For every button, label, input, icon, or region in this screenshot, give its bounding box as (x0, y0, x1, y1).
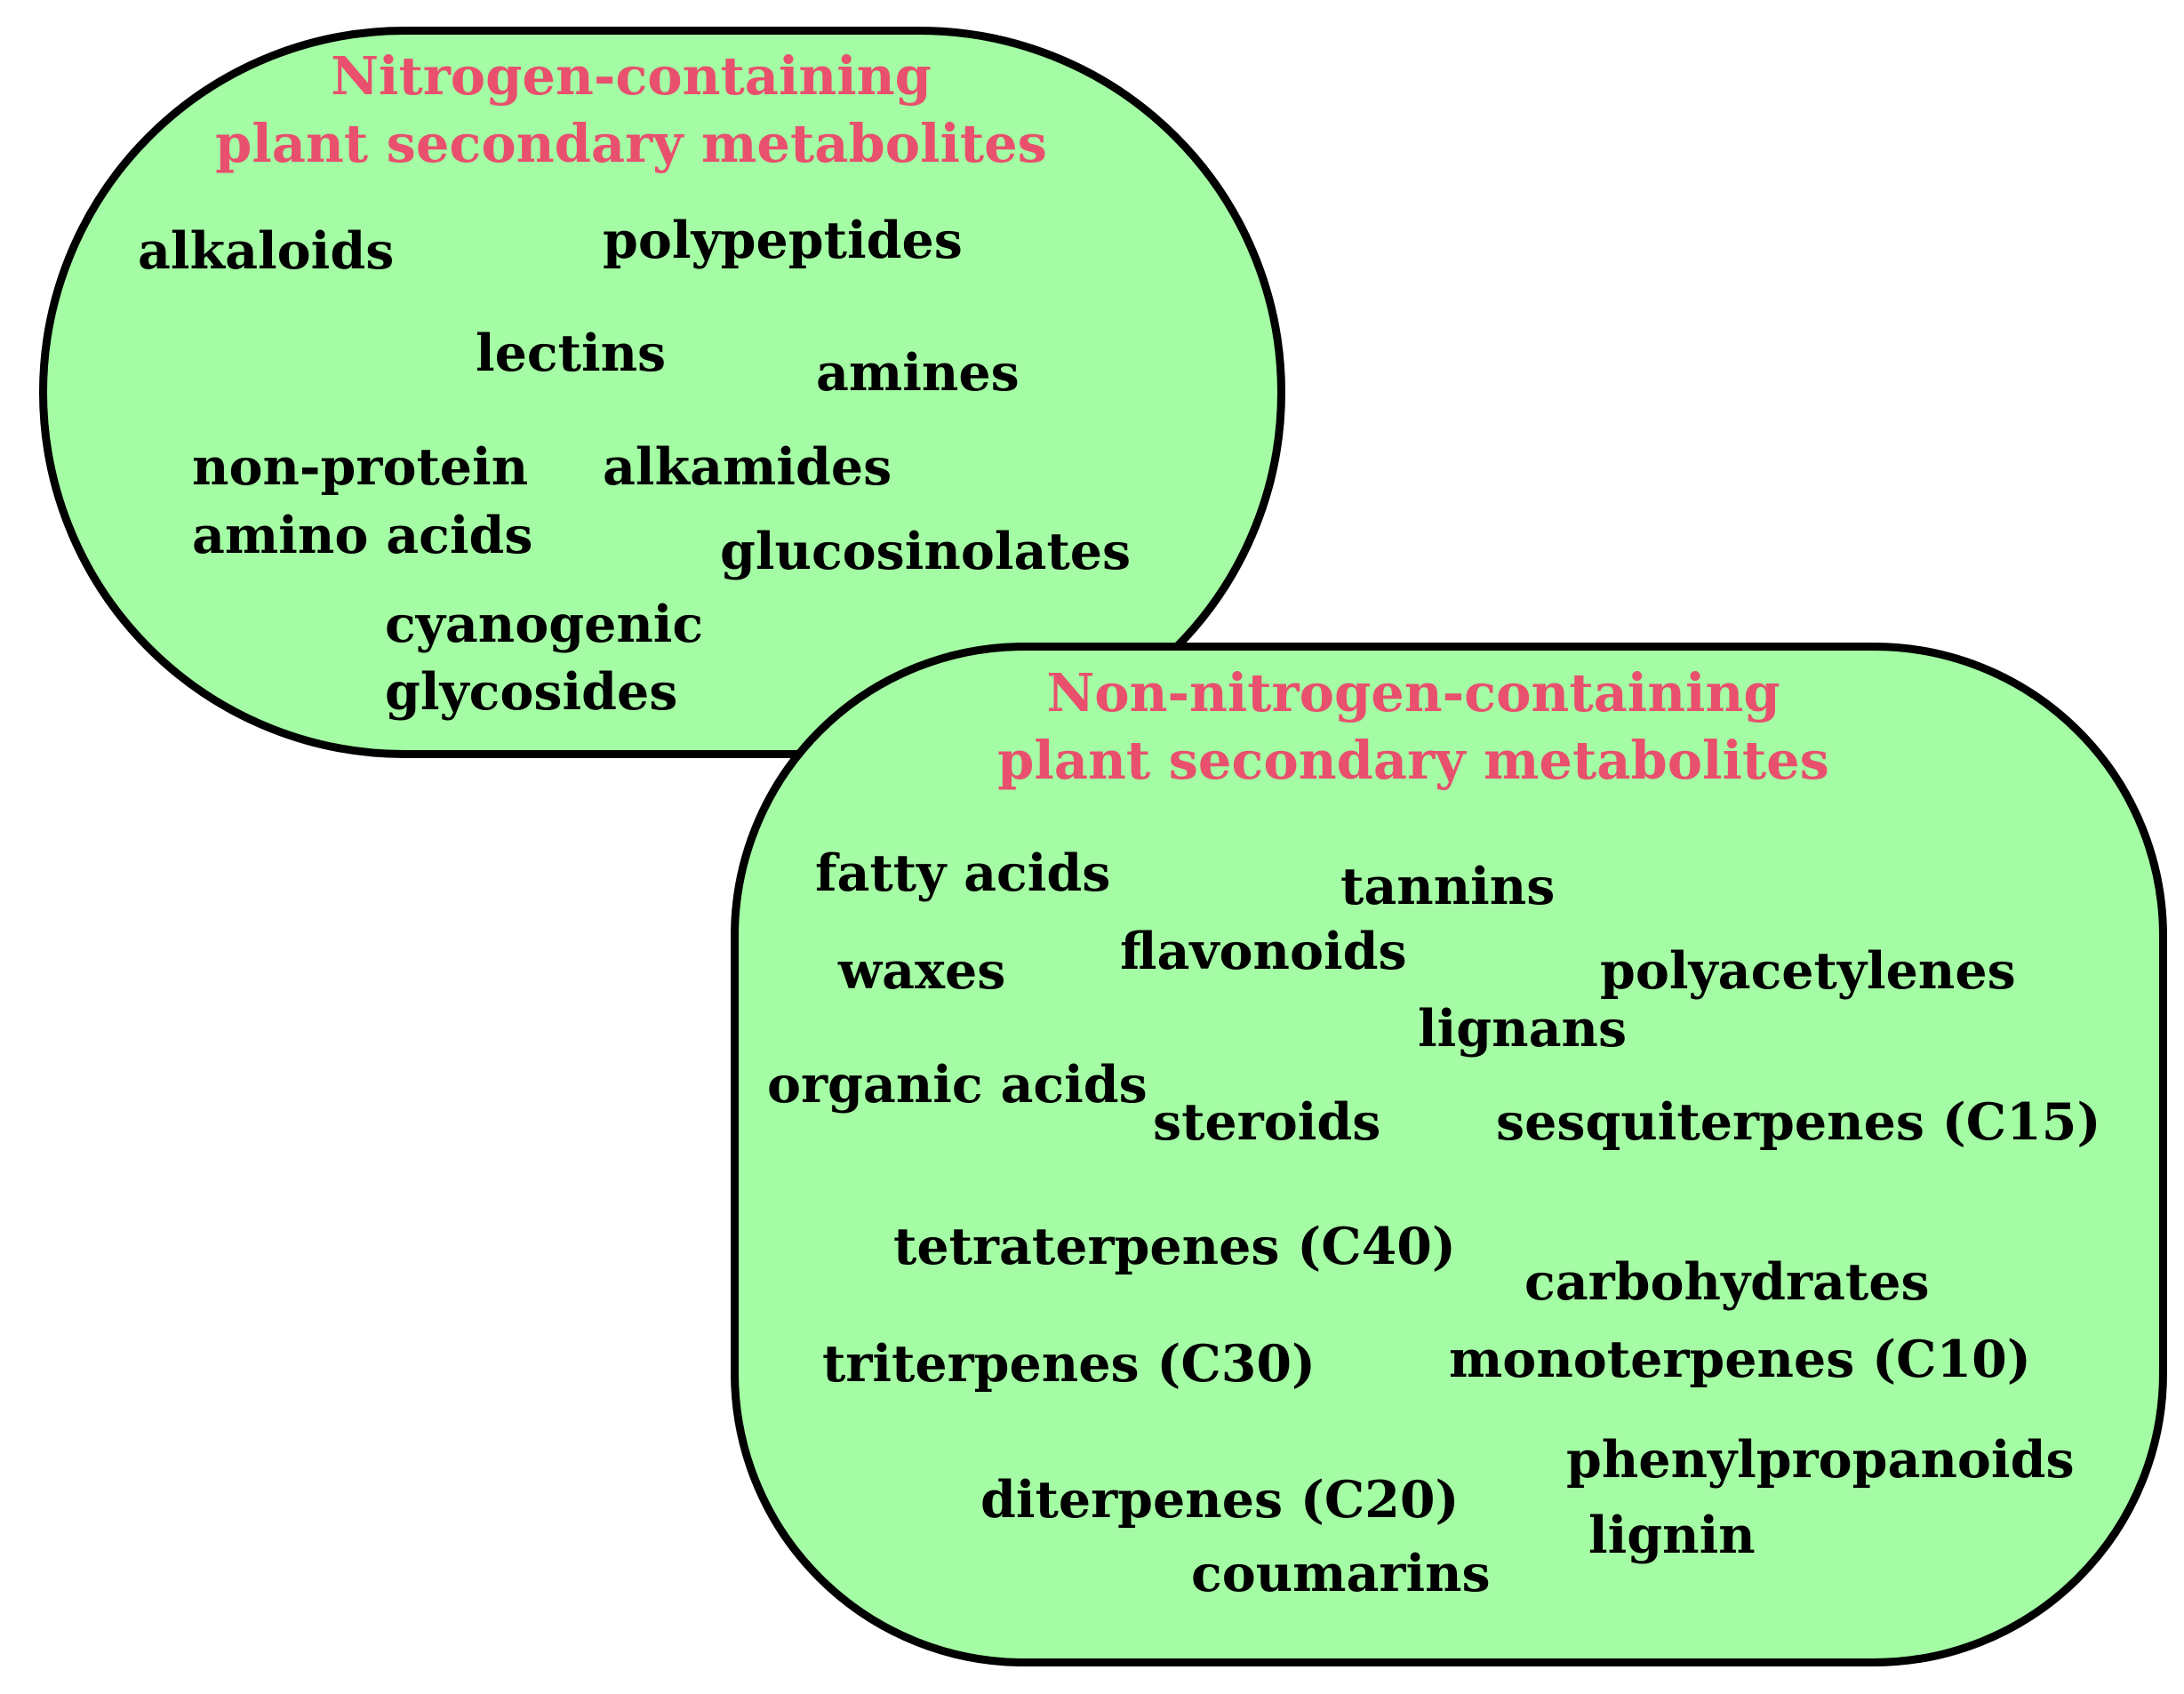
term-waxes: waxes (838, 941, 1006, 1001)
term-coumarins: coumarins (1191, 1544, 1491, 1603)
term-tannins: tannins (1340, 857, 1556, 916)
term-non-protein: non-protein (192, 437, 529, 497)
term-diterpenes: diterpenes (C20) (980, 1470, 1460, 1530)
term-polyacetylenes: polyacetylenes (1600, 941, 2016, 1001)
non-nitrogen-title-line2: plant secondary metabolites (997, 730, 1829, 791)
term-flavonoids: flavonoids (1120, 922, 1407, 981)
term-lectins: lectins (476, 324, 667, 383)
nitrogen-title-line2: plant secondary metabolites (215, 113, 1047, 174)
term-organic-acids: organic acids (767, 1055, 1148, 1115)
term-lignin: lignin (1588, 1506, 1756, 1565)
term-alkaloids: alkaloids (138, 221, 395, 281)
term-polypeptides: polypeptides (603, 211, 963, 270)
term-glucosinolates: glucosinolates (720, 522, 1132, 581)
term-tetraterpenes: tetraterpenes (C40) (893, 1217, 1456, 1276)
term-monoterpenes: monoterpenes (C10) (1449, 1330, 2031, 1389)
nitrogen-group-shape (39, 27, 1285, 758)
term-cyanogenic: cyanogenic (385, 595, 704, 654)
term-lignans: lignans (1418, 999, 1628, 1059)
term-steroids: steroids (1153, 1092, 1381, 1152)
term-fatty-acids: fatty acids (815, 843, 1111, 903)
term-amines: amines (816, 343, 1020, 403)
non-nitrogen-title: Non-nitrogen-containing plant secondary … (924, 659, 1902, 795)
term-amino-acids: amino acids (192, 506, 533, 565)
term-phenylpropanoids: phenylpropanoids (1566, 1430, 2075, 1490)
term-triterpenes: triterpenes (C30) (822, 1334, 1316, 1394)
term-alkamides: alkamides (603, 437, 892, 497)
non-nitrogen-group-shape (731, 643, 2167, 1666)
term-sesquiterpenes: sesquiterpenes (C15) (1496, 1092, 2101, 1152)
non-nitrogen-title-line1: Non-nitrogen-containing (1046, 662, 1780, 723)
nitrogen-title: Nitrogen-containing plant secondary meta… (142, 43, 1120, 178)
term-glycosides: glycosides (385, 662, 678, 722)
nitrogen-title-line1: Nitrogen-containing (331, 45, 932, 107)
term-carbohydrates: carbohydrates (1524, 1252, 1930, 1312)
